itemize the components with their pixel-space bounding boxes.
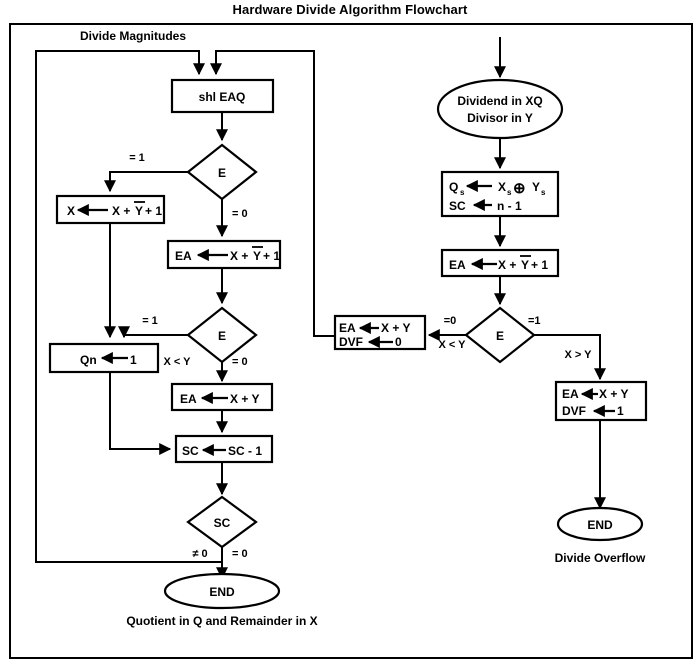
- node-ea-sub-right-rhs-pre: X +: [498, 258, 516, 272]
- edge-loop-back-to-shl: [35, 50, 222, 563]
- node-init-xor-icon: ⊕: [513, 180, 526, 197]
- node-ea-sub-right[interactable]: [440, 248, 560, 278]
- node-init[interactable]: [440, 170, 560, 218]
- node-ea-dvf-one-line1-rhs: X + Y: [599, 387, 628, 401]
- node-end-main[interactable]: [163, 572, 281, 610]
- node-x-sub[interactable]: [55, 194, 166, 225]
- edge-label-x-greater-y: X > Y: [564, 349, 592, 361]
- node-init-rhs-b-sub: s: [541, 188, 546, 197]
- edge-e1-one: [104, 171, 188, 193]
- node-ea-add-rhs: X + Y: [230, 392, 259, 406]
- node-ea-dvf-one-line2-lhs: DVF: [562, 404, 586, 418]
- node-ea-add-lhs: EA: [180, 392, 197, 406]
- node-x-sub-rhs-pre: X +: [112, 204, 130, 218]
- node-e-decision-2-label: E: [218, 329, 226, 343]
- node-ea-sub-right-lhs: EA: [449, 258, 466, 272]
- node-ea-dvf-one-line1-lhs: EA: [562, 387, 579, 401]
- edge-label-e2-zero: = 0: [232, 356, 248, 368]
- node-end-overflow[interactable]: [556, 506, 644, 542]
- node-ea-dvf-one[interactable]: [554, 380, 648, 422]
- node-ea-dvf-zero-line2-rhs: 0: [395, 335, 402, 349]
- node-shl-eaq-label: shl EAQ: [199, 90, 246, 104]
- edge-label-sc-nonzero: ≠ 0: [192, 548, 207, 560]
- node-init-line2-rhs: n - 1: [497, 199, 522, 213]
- node-ea-dvf-one-line2-rhs: 1: [617, 404, 624, 418]
- diagram-frame: [9, 23, 693, 659]
- node-e-decision-1-label: E: [218, 166, 226, 180]
- edge-label-eright-one: =1: [528, 315, 541, 327]
- node-x-sub-rhs-post: + 1: [145, 204, 162, 218]
- node-ea-sub-left-rhs-bar: Y: [253, 249, 261, 263]
- node-sc-decision-label: SC: [214, 516, 231, 530]
- node-end-overflow-label: END: [587, 518, 613, 532]
- node-start-line1: Dividend in XQ: [457, 94, 542, 108]
- edge-eright-one: [534, 334, 606, 381]
- label-quotient-remainder: Quotient in Q and Remainder in X: [126, 614, 317, 628]
- edge-label-e1-zero: = 0: [232, 208, 248, 220]
- node-sc-dec-rhs: SC - 1: [228, 444, 262, 458]
- edge-label-x-less-y-left: X < Y: [163, 356, 191, 368]
- node-init-rhs-b: Y: [532, 180, 540, 194]
- node-ea-sub-left-rhs-post: + 1: [263, 249, 280, 263]
- edge-label-sc-zero: = 0: [232, 548, 248, 560]
- node-ea-sub-left-lhs: EA: [175, 249, 192, 263]
- edge-label-e1-one: = 1: [129, 152, 145, 164]
- label-divide-magnitudes: Divide Magnitudes: [80, 29, 186, 43]
- node-e-decision-right[interactable]: [464, 306, 536, 364]
- node-init-line2-lhs: SC: [449, 199, 466, 213]
- edge-dvf0-to-shl: [210, 50, 335, 337]
- node-shl-eaq[interactable]: [170, 78, 275, 114]
- node-ea-dvf-zero[interactable]: [333, 314, 427, 351]
- node-sc-dec-lhs: SC: [182, 444, 199, 458]
- node-init-rhs-a-sub: s: [507, 188, 512, 197]
- node-e-decision-right-label: E: [496, 329, 504, 343]
- edge-label-x-less-y-right: X < Y: [438, 339, 466, 351]
- node-ea-sub-right-rhs-post: + 1: [531, 258, 548, 272]
- node-ea-dvf-zero-line2-lhs: DVF: [339, 335, 363, 349]
- label-divide-overflow: Divide Overflow: [555, 551, 646, 565]
- node-ea-sub-right-rhs-bar: Y: [521, 258, 529, 272]
- node-start-line2: Divisor in Y: [467, 111, 533, 125]
- node-ea-dvf-zero-line1-lhs: EA: [339, 321, 356, 335]
- node-init-rhs-a: X: [498, 180, 506, 194]
- edge-label-eright-zero: =0: [444, 315, 457, 327]
- node-x-sub-rhs-bar: Y: [135, 204, 143, 218]
- node-qn-set-lhs: Qn: [80, 353, 97, 367]
- node-init-line1-sub: s: [460, 188, 465, 197]
- node-ea-dvf-zero-line1-rhs: X + Y: [381, 321, 410, 335]
- edge-label-e2-one: = 1: [142, 315, 158, 327]
- edge-e2-one: [118, 326, 188, 339]
- node-start[interactable]: [436, 78, 564, 140]
- node-end-main-label: END: [209, 585, 235, 599]
- node-ea-sub-left-rhs-pre: X +: [230, 249, 248, 263]
- node-init-line1-lhs: Q: [449, 180, 458, 194]
- node-x-sub-lhs: X: [67, 204, 75, 218]
- node-qn-set-rhs: 1: [130, 353, 137, 367]
- page-title: Hardware Divide Algorithm Flowchart: [232, 2, 468, 17]
- edge-qn-to-sc: [109, 372, 172, 455]
